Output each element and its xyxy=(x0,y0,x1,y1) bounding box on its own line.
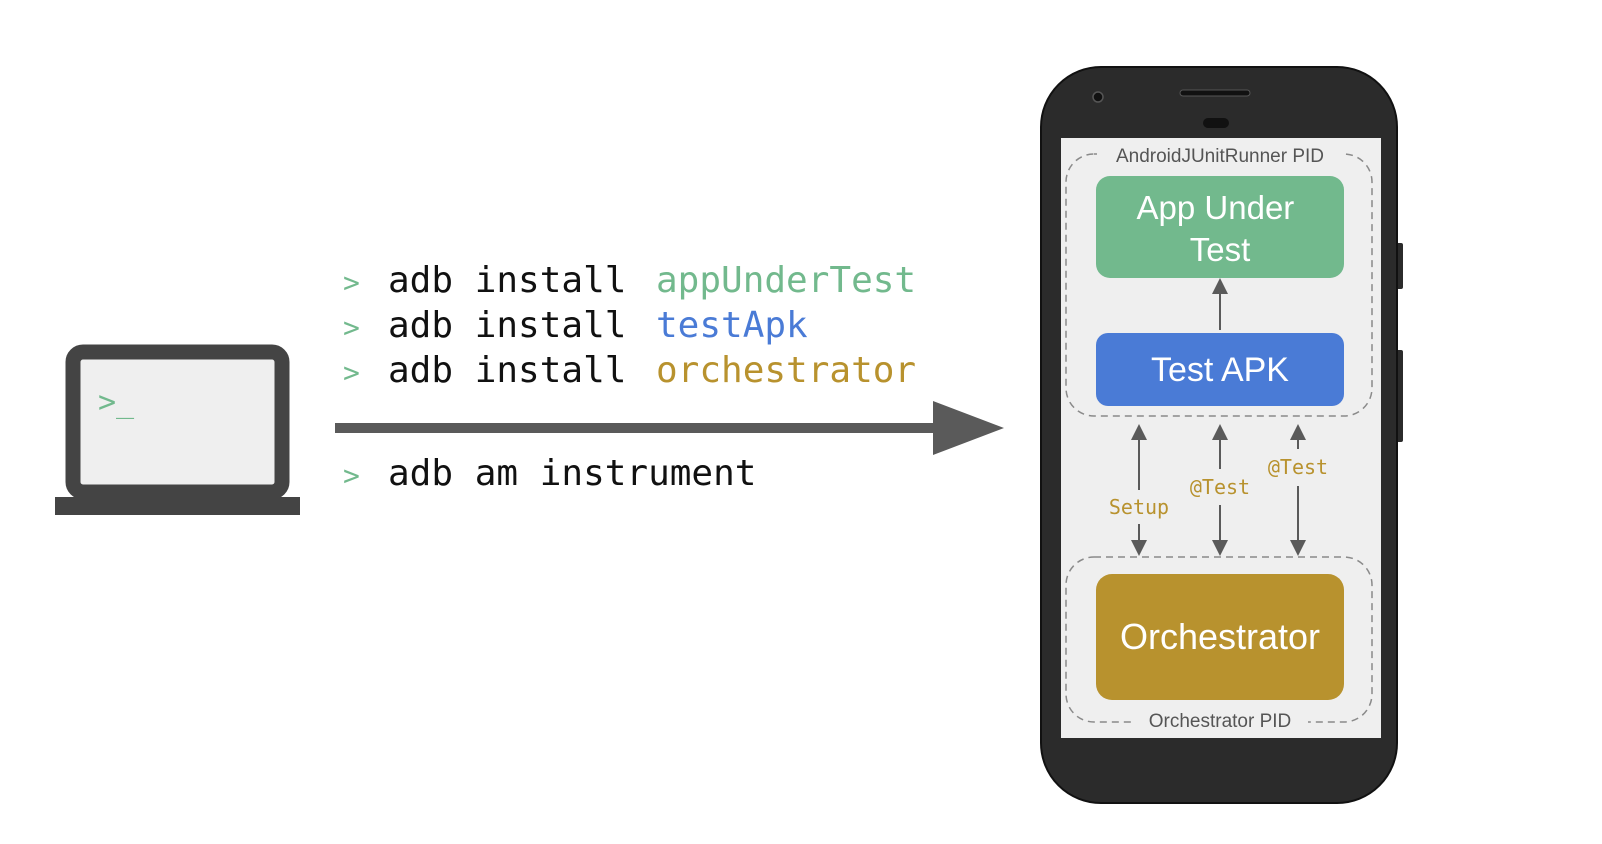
command-prompt: > xyxy=(343,311,360,344)
runner-label-bg xyxy=(1097,142,1343,164)
laptop-screen xyxy=(65,344,290,500)
app-under-test-label-line2: Test xyxy=(1190,231,1251,268)
main-arrow xyxy=(335,401,1004,455)
setup-arrow-label: Setup xyxy=(1109,495,1169,519)
process-communication-arrows: Setup @Test @Test xyxy=(1109,424,1328,556)
orchestrator-label-bg xyxy=(1132,708,1308,732)
app-under-test-label-line1: App Under xyxy=(1137,189,1295,226)
laptop-terminal-icon: >_ xyxy=(55,344,300,515)
command-text: adb am instrument xyxy=(388,453,756,494)
command-prompt: > xyxy=(343,459,360,492)
terminal-prompt-glyph: >_ xyxy=(98,385,135,420)
test-apk-label: Test APK xyxy=(1151,351,1289,389)
command-prompt: > xyxy=(343,266,360,299)
command-text: adb install xyxy=(388,350,626,391)
earpiece-speaker xyxy=(1179,89,1251,97)
test-right-arrow-label: @Test xyxy=(1268,455,1328,479)
command-line-test-apk: > adb install testApk xyxy=(343,305,808,346)
command-line-instrument: > adb am instrument xyxy=(343,453,756,494)
command-text: adb install xyxy=(388,305,626,346)
laptop-base xyxy=(55,497,300,515)
app-under-test-label: App Under Test xyxy=(1137,189,1304,268)
app-under-test-box xyxy=(1096,176,1344,278)
orchestrator-label: Orchestrator xyxy=(1120,616,1320,657)
command-prompt: > xyxy=(343,356,360,389)
front-camera-icon xyxy=(1092,91,1104,103)
command-arg-test-apk: testApk xyxy=(656,305,808,346)
command-line-orchestrator: > adb install orchestrator xyxy=(343,350,916,391)
command-text: adb install xyxy=(388,260,626,301)
test-apk-box xyxy=(1096,333,1344,406)
orchestrator-box xyxy=(1096,574,1344,700)
orchestrator-process-boundary xyxy=(1065,556,1373,723)
install-commands: > adb install appUnderTest > adb install… xyxy=(343,260,916,391)
command-arg-orchestrator: orchestrator xyxy=(656,350,916,391)
runner-process-label: AndroidJUnitRunner PID xyxy=(1116,146,1324,167)
command-arg-app-under-test: appUnderTest xyxy=(656,260,916,301)
command-line-app-under-test: > adb install appUnderTest xyxy=(343,260,916,301)
proximity-sensor xyxy=(1203,118,1229,128)
orchestrator-process-label: Orchestrator PID xyxy=(1149,711,1292,732)
test-middle-arrow-label: @Test xyxy=(1190,475,1250,499)
